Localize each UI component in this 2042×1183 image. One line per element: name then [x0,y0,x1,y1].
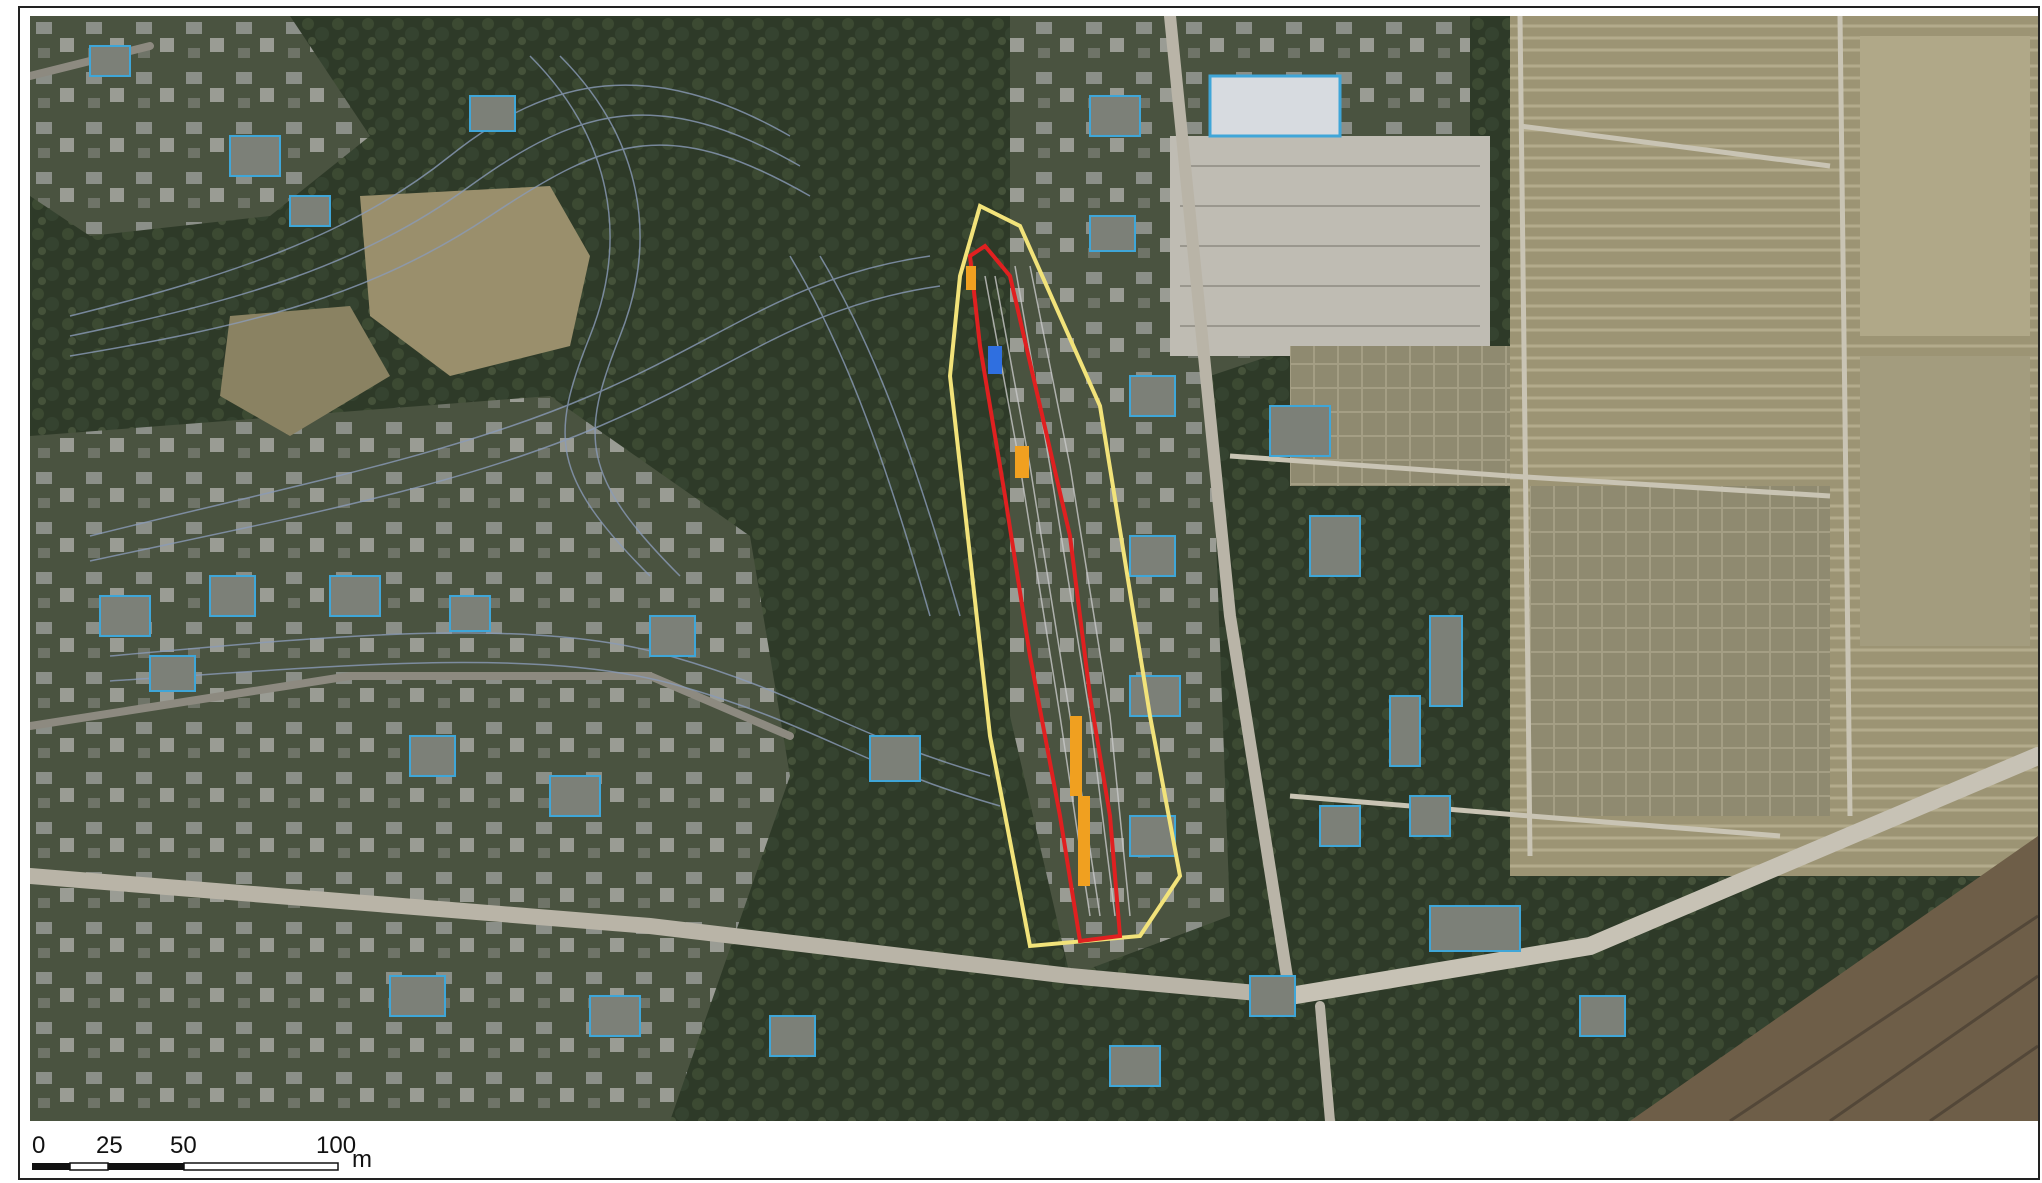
agricultural-field [1530,486,1830,816]
inner-boundary[interactable] [967,243,1123,944]
scale-tick-25: 25 [96,1132,123,1159]
farm-roads [1229,16,1853,857]
highlight-segment-blue [988,346,1002,374]
outer-boundary[interactable] [947,203,1183,949]
scale-unit: m [352,1146,372,1173]
store-building [1208,74,1342,138]
highlight-segment [1015,446,1029,478]
clearing-field [360,186,590,376]
map-frame [18,6,2040,1180]
scale-tick-100: 100 [316,1132,357,1159]
highlight-segment [1078,796,1090,886]
scale-bar-graphic [32,1162,339,1171]
building-outlines [89,45,1626,1087]
aerial-map[interactable] [30,16,2038,1121]
roads [30,16,2038,1121]
agricultural-field [1860,356,2030,646]
agricultural-field [1860,36,2030,336]
highlight-segment [1070,716,1082,796]
scale-tick-0: 0 [32,1132,46,1159]
clearing-field [220,306,390,436]
scale-tick-50: 50 [170,1132,197,1159]
highlight-segment [966,266,976,290]
agricultural-field-southeast [1630,836,2038,1121]
scale-bar: 0 25 50 100 m [30,1134,430,1180]
